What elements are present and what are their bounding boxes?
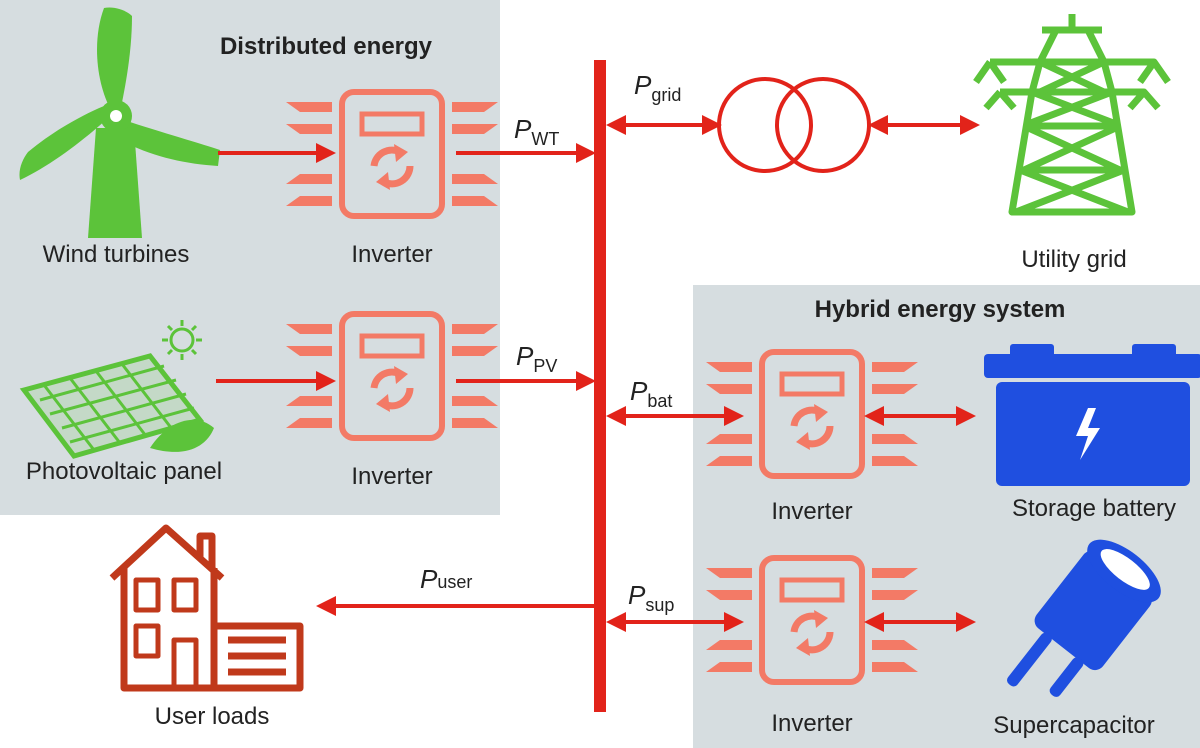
transformer-icon <box>717 77 871 173</box>
photovoltaic-panel-label: Photovoltaic panel <box>26 458 222 485</box>
distributed-energy-panel <box>0 0 500 515</box>
storage-battery-label: Storage battery <box>1012 495 1176 522</box>
p-wt-label: PWT <box>514 114 559 149</box>
p-grid-label: Pgrid <box>634 70 681 105</box>
inverter-supercap-label: Inverter <box>771 710 852 737</box>
utility-grid-label: Utility grid <box>1021 246 1126 273</box>
wind-turbine-icon <box>19 7 220 238</box>
user-loads-label: User loads <box>155 703 270 730</box>
supercapacitor-label: Supercapacitor <box>993 712 1154 739</box>
wind-turbines-label: Wind turbines <box>43 241 190 268</box>
supercapacitor-icon <box>1007 539 1161 697</box>
hybrid-energy-title: Hybrid energy system <box>815 296 1066 323</box>
ac-bus-bar <box>594 60 606 712</box>
inverter-battery-label: Inverter <box>771 498 852 525</box>
inverter-pv-label: Inverter <box>351 463 432 490</box>
photovoltaic-panel-icon <box>19 320 214 459</box>
utility-tower-icon <box>973 14 1171 216</box>
storage-battery-icon <box>984 344 1200 486</box>
inverter-wind-label: Inverter <box>351 241 432 268</box>
p-bat-label: Pbat <box>630 376 672 411</box>
p-user-label: Puser <box>420 564 472 594</box>
p-pv-label: PPV <box>516 341 557 376</box>
distributed-energy-title: Distributed energy <box>220 33 433 60</box>
user-house-icon <box>109 524 304 692</box>
p-sup-label: Psup <box>628 580 674 615</box>
